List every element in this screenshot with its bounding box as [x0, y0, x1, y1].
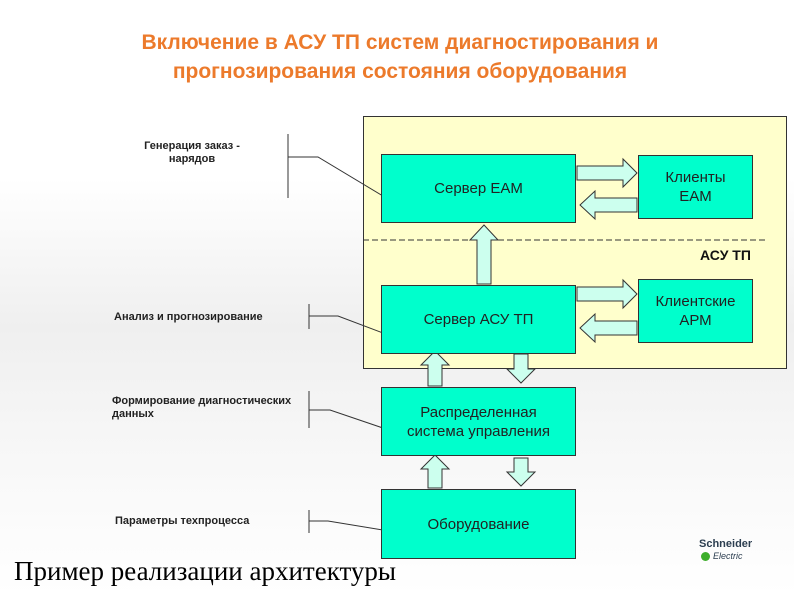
clients-arm-label: Клиентские АРМ: [655, 293, 736, 329]
footer-caption: Пример реализации архитектуры: [14, 556, 397, 586]
slide-title: Включение в АСУ ТП систем диагностирован…: [60, 28, 740, 86]
side-label-process-params: Параметры техпроцесса: [115, 515, 250, 527]
clients-arm-box: Клиентские АРМ: [638, 279, 753, 343]
arrow-equipment-to-dcs: [419, 454, 451, 489]
arrow-dcs-to-asu: [419, 350, 451, 387]
leader-analysis: [309, 315, 384, 334]
server-eam-box: Сервер ЕАМ: [381, 154, 576, 223]
clients-eam-label: Клиенты ЕАМ: [665, 169, 726, 205]
server-asu-box: Сервер АСУ ТП: [381, 285, 576, 354]
title-line-1: Включение в АСУ ТП систем диагностирован…: [141, 31, 659, 54]
logo-leaf-icon: [701, 552, 710, 561]
side-label-orders: Генерация заказ - нарядов: [144, 140, 240, 165]
arrow-asu-to-arm: [576, 278, 638, 310]
dcs-box: Распределенная система управления: [381, 387, 576, 456]
schneider-electric-logo: Schneider Electric: [697, 538, 767, 568]
server-eam-label: Сервер ЕАМ: [434, 180, 523, 197]
leader-orders: [288, 156, 384, 197]
dcs-label: Распределенная система управления: [406, 403, 551, 440]
clients-eam-box: Клиенты ЕАМ: [638, 155, 753, 219]
logo-line-2: Electric: [713, 551, 743, 561]
asu-tp-region-label: АСУ ТП: [700, 247, 751, 263]
logo-line-1: Schneider: [699, 538, 753, 550]
server-asu-label: Сервер АСУ ТП: [423, 311, 534, 328]
leader-process-params: [309, 520, 384, 531]
side-label-diag-data: Формирование диагностических данных: [112, 395, 292, 420]
arrow-dcs-to-equipment: [505, 457, 537, 487]
side-label-analysis: Анализ и прогнозирование: [114, 311, 263, 323]
arrow-asu-to-eam: [468, 224, 500, 285]
equipment-box: Оборудование: [381, 489, 576, 559]
leader-diag-data: [309, 409, 384, 429]
arrow-clients-to-eam: [579, 189, 638, 221]
arrow-eam-to-clients: [576, 157, 638, 189]
arrow-arm-to-asu: [579, 312, 638, 344]
title-line-2: прогнозирования состояния оборудования: [172, 60, 628, 83]
equipment-label: Оборудование: [427, 515, 530, 533]
arrow-asu-to-dcs: [505, 353, 537, 384]
